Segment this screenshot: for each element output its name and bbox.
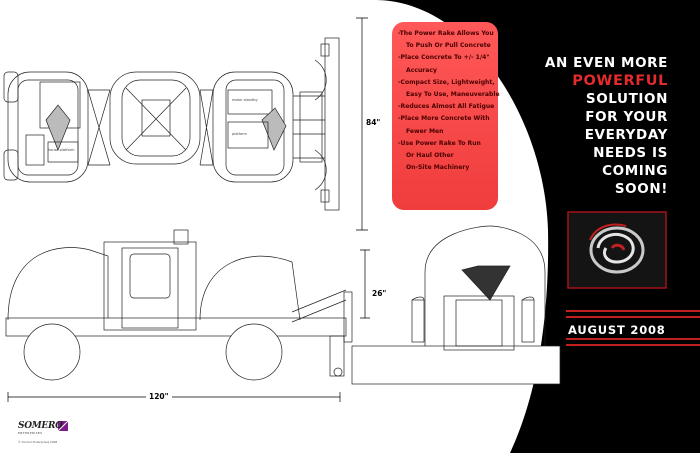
release-date: AUGUST 2008 bbox=[568, 323, 666, 337]
front-view-drawing bbox=[351, 225, 561, 385]
feature-item: Accuracy bbox=[406, 66, 437, 74]
label-right-top: motor standby bbox=[232, 98, 258, 102]
swirl-logo bbox=[567, 211, 667, 289]
headline-powerful: POWERFUL bbox=[572, 73, 668, 89]
side-view-drawing bbox=[5, 229, 370, 402]
headline-line: FOR YOUR bbox=[585, 109, 668, 125]
headline-line: AN EVEN MORE bbox=[544, 55, 668, 71]
headline-line: SOON! bbox=[614, 181, 668, 197]
headline-line: NEEDS IS bbox=[593, 145, 668, 161]
headline-line: COMING bbox=[602, 163, 668, 179]
top-view-drawing bbox=[3, 17, 368, 231]
feature-item: Easy To Use, Maneuverable bbox=[406, 91, 500, 99]
headline-line: EVERYDAY bbox=[584, 127, 668, 143]
somero-logo-mark bbox=[57, 420, 69, 432]
feature-item: -Use Power Rake To Run bbox=[398, 139, 481, 147]
feature-item: -Place More Concrete With bbox=[398, 115, 490, 123]
headline-line: SOLUTION bbox=[585, 91, 668, 107]
somero-logo: SOMERO ENTERPRISES bbox=[18, 421, 63, 435]
headline: AN EVEN MORE POWERFUL SOLUTION FOR YOUR … bbox=[545, 54, 668, 198]
feature-item: On-Site Machinery bbox=[406, 164, 470, 172]
copyright-text: © Somero Enterprises 2008 bbox=[18, 440, 58, 444]
feature-item: -The Power Rake Allows You bbox=[398, 30, 494, 37]
date-rules bbox=[566, 310, 700, 346]
brand-sub: ENTERPRISES bbox=[18, 431, 43, 435]
feature-item: -Compact Size, Lightweight, bbox=[398, 78, 495, 86]
brand-name: SOMERO bbox=[18, 421, 63, 431]
feature-callout: -The Power Rake Allows You To Push Or Pu… bbox=[392, 22, 500, 210]
dimension-side-length: 120" bbox=[146, 392, 172, 401]
feature-item: -Reduces Almost All Fatigue bbox=[398, 103, 495, 111]
feature-list: -The Power Rake Allows You To Push Or Pu… bbox=[392, 22, 500, 174]
feature-item: -Place Concrete To +/- 1/4" bbox=[398, 54, 490, 62]
label-left-box: house platform bbox=[48, 148, 75, 152]
dimension-side-height: 26" bbox=[372, 289, 387, 298]
feature-item: Or Haul Other bbox=[406, 152, 454, 160]
feature-item: Fewer Men bbox=[406, 127, 444, 135]
label-right-mid: platform bbox=[232, 132, 247, 136]
dimension-top-width: 84" bbox=[366, 118, 381, 127]
feature-item: To Push Or Pull Concrete bbox=[406, 42, 491, 50]
